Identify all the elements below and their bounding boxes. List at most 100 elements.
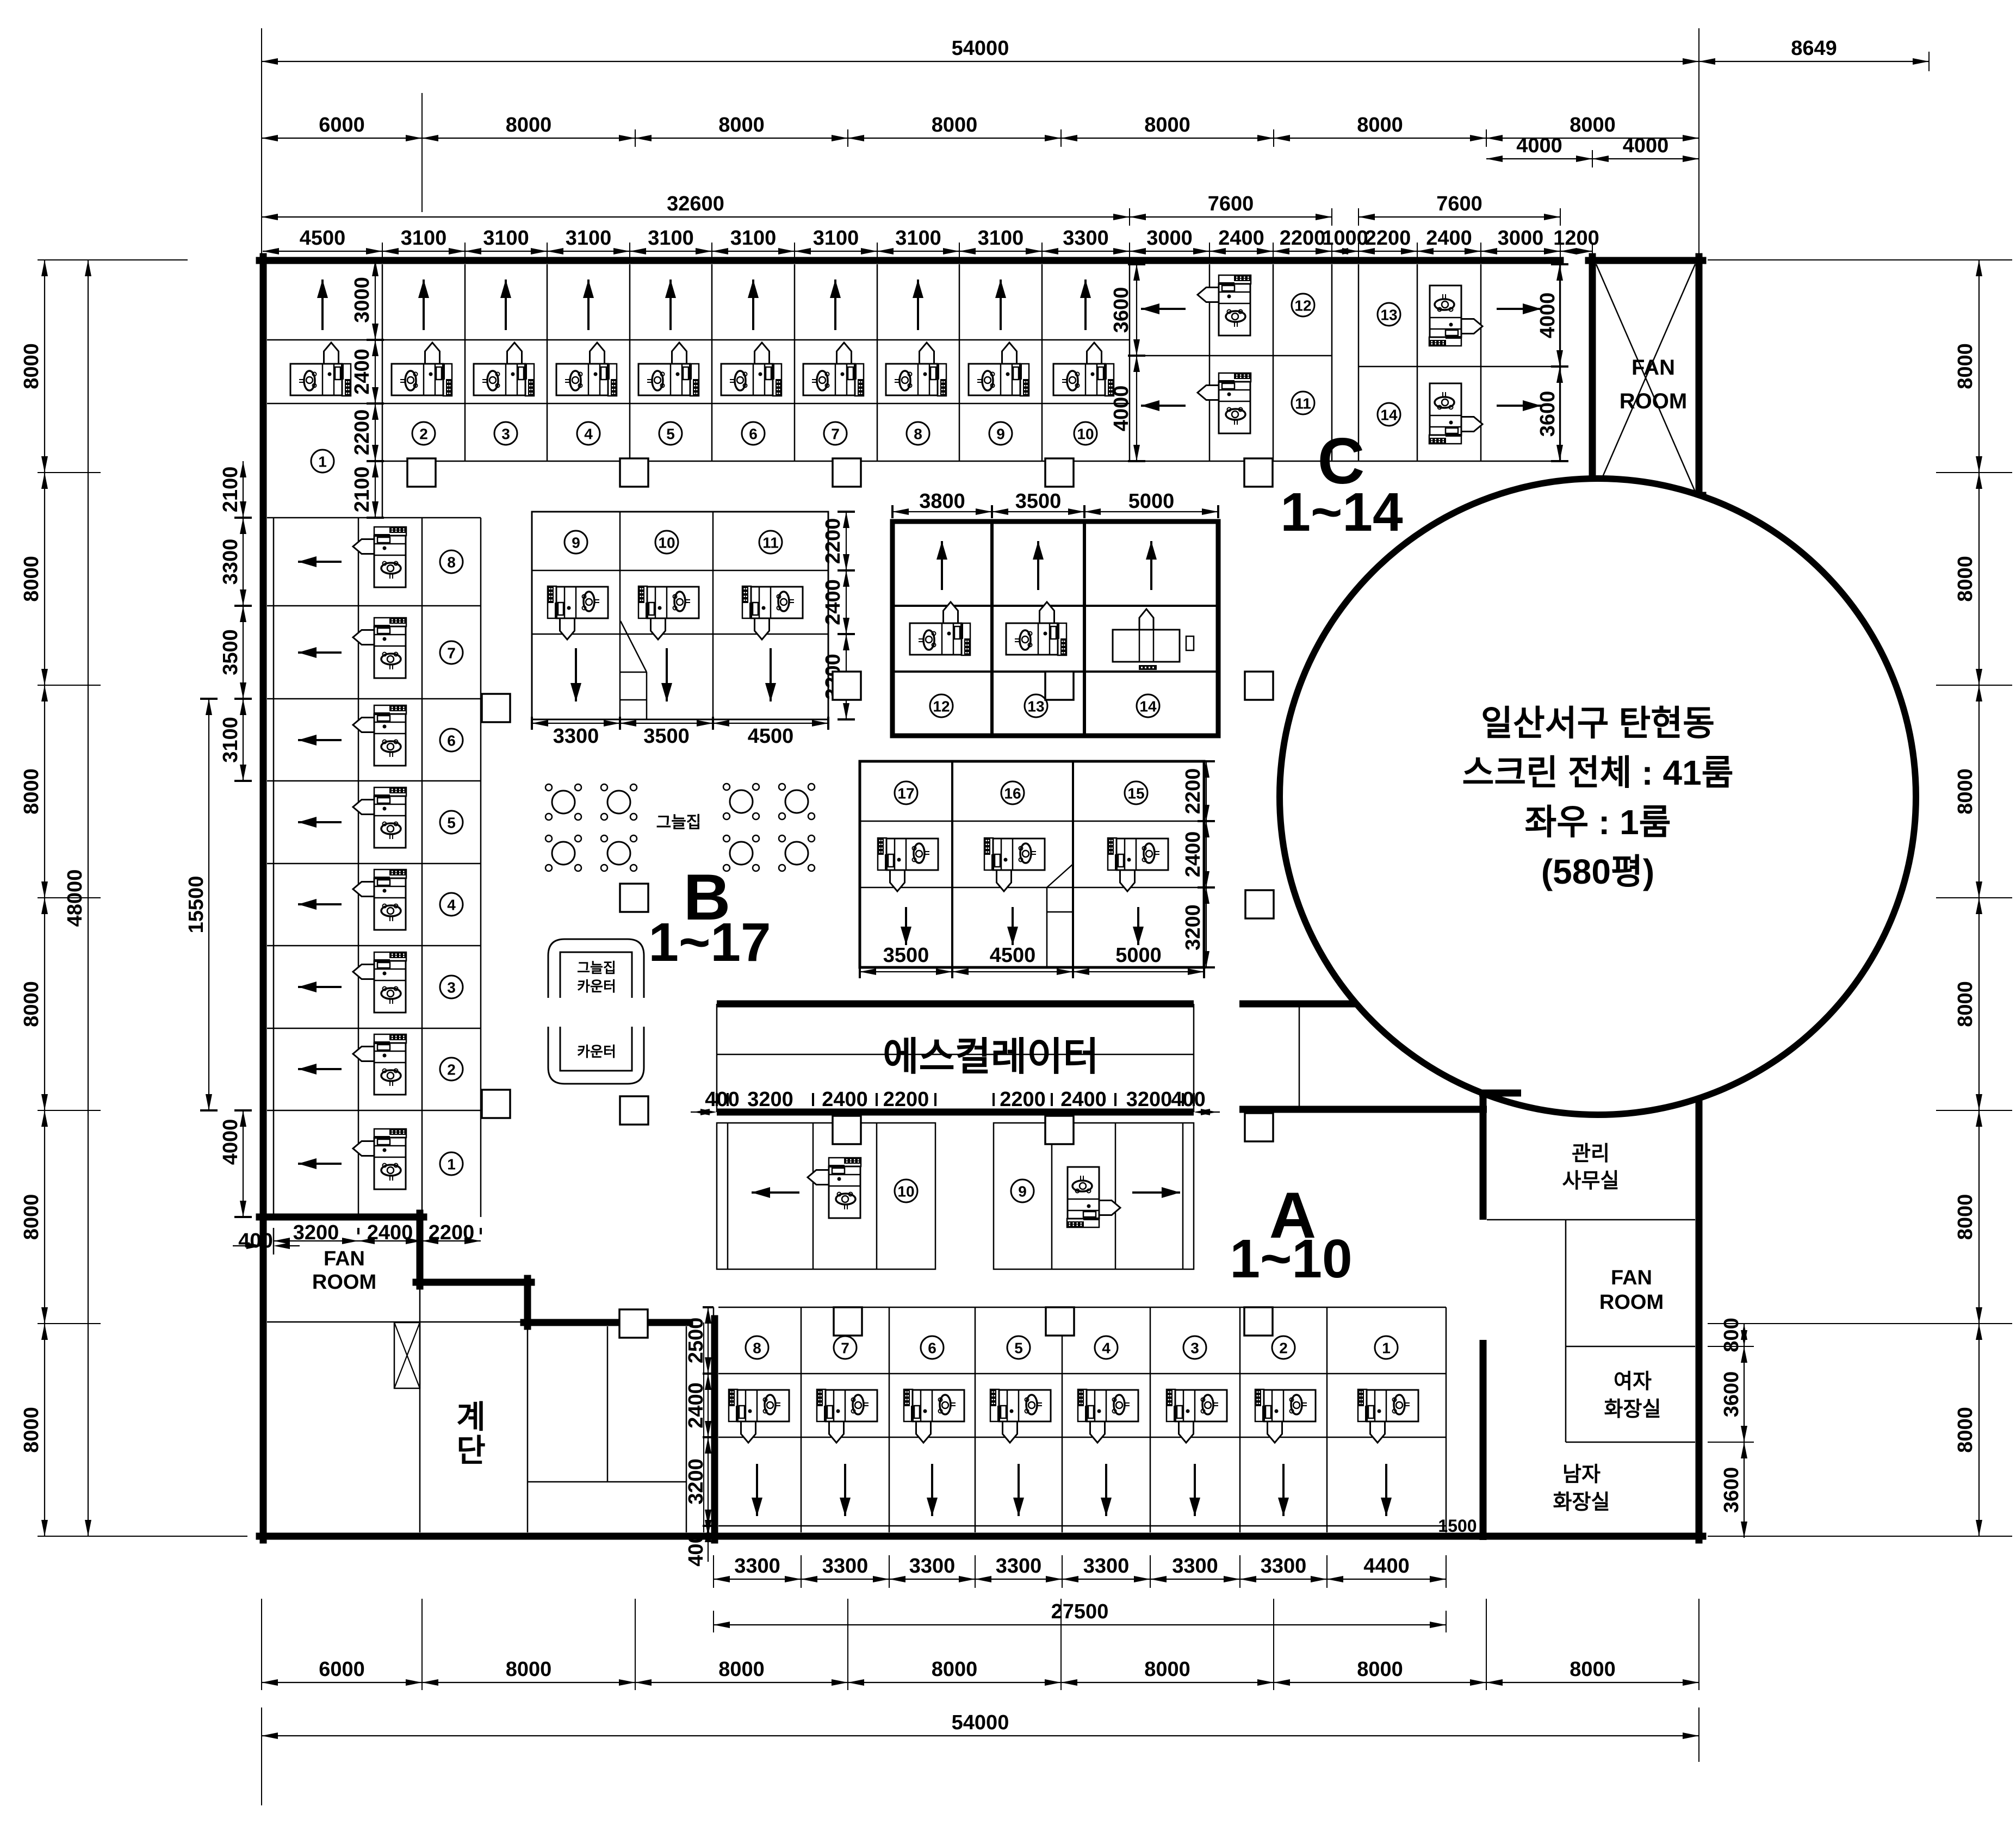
dim-bottom-grid-label: 8000 — [932, 1658, 978, 1681]
kiosk-button — [779, 393, 780, 394]
bay-number-c11: 11 — [1291, 390, 1316, 415]
chair — [629, 834, 638, 843]
arrow-down — [1189, 1464, 1200, 1516]
dim-arrow — [41, 898, 48, 914]
label-section-a-range: 1~10 — [1230, 1228, 1352, 1289]
player-body — [852, 1394, 865, 1415]
kiosk-button — [1442, 341, 1444, 343]
bay-number-b17-text: 17 — [897, 785, 914, 802]
dim-arrow — [1133, 445, 1140, 461]
kiosk-screen — [1429, 340, 1446, 345]
kiosk-button — [403, 788, 405, 790]
kiosk-buttons — [392, 706, 405, 710]
bay-number-a1-circle — [1374, 1335, 1399, 1360]
player-hand — [1024, 1408, 1029, 1414]
c-bay-arrows — [317, 280, 1541, 411]
bay-number-a3: 3 — [1182, 1335, 1207, 1360]
arrow-down-head — [1007, 927, 1018, 945]
dim-a-bays-label: 3300 — [1261, 1555, 1307, 1578]
escalator: 에스컬레이터 — [716, 1000, 1195, 1116]
kiosk-buttons — [1236, 276, 1249, 280]
dim-arrow — [1976, 1094, 1982, 1110]
kiosk-button — [859, 393, 860, 394]
kiosk-button — [1361, 1395, 1363, 1396]
chair — [722, 783, 731, 791]
label-admin-1: 관리 — [1572, 1142, 1610, 1165]
kiosk-screen — [389, 1035, 406, 1040]
dim-c-side-left-label: 3600 — [1110, 287, 1133, 333]
dim-arrow — [1130, 248, 1146, 254]
bay-number-b16: 16 — [1000, 780, 1025, 805]
bay-number-a1: 1 — [1374, 1335, 1399, 1360]
kiosk-box — [953, 625, 961, 640]
dim-esc-arrow — [693, 1109, 710, 1115]
kiosk-button — [994, 1399, 995, 1400]
player-body — [1143, 842, 1156, 864]
kiosk-button — [1064, 652, 1065, 654]
arrow-left — [298, 817, 342, 828]
simulator-equipment — [351, 704, 407, 767]
player-hand — [836, 1191, 842, 1197]
player-body — [380, 904, 402, 917]
ball-dot — [1043, 631, 1047, 636]
kiosk-button — [1024, 385, 1026, 387]
chair — [600, 783, 609, 792]
ball-dot — [382, 1148, 387, 1152]
round-table — [778, 834, 816, 872]
arrow-left — [1141, 303, 1186, 314]
kiosk-button — [991, 1399, 993, 1400]
kiosk-screen — [964, 638, 970, 655]
bay-number-b1-circle — [439, 1151, 464, 1176]
kiosk-buttons — [694, 381, 698, 394]
dim-arrow — [85, 260, 91, 276]
table-top — [551, 790, 576, 815]
dim-bottom-grid-label: 8000 — [506, 1658, 552, 1681]
dim-arrow — [705, 1520, 711, 1536]
kiosk-button — [1064, 648, 1065, 650]
kiosk-box — [1097, 366, 1105, 381]
kiosk-box — [1444, 329, 1459, 337]
dim-arrow — [1062, 1576, 1078, 1582]
kiosk-button — [395, 1130, 397, 1132]
kiosk-button — [549, 592, 550, 593]
kiosk-box — [435, 366, 443, 381]
player-hand — [1075, 371, 1080, 377]
dim-right-rooms-label: 3600 — [1720, 1371, 1743, 1418]
column-pillar — [833, 1306, 863, 1337]
dim-arrow — [976, 508, 992, 515]
dim-top-grid: 6000 8000 8000 8000 8000 8000 8000 — [262, 114, 1699, 141]
simulator-equipment — [728, 1388, 790, 1444]
player-body — [939, 1394, 952, 1415]
dim-top-grid-label: 8000 — [1357, 114, 1403, 136]
kiosk-button — [985, 840, 987, 841]
kiosk-screen — [940, 379, 946, 396]
kiosk-button — [1361, 1402, 1363, 1404]
kiosk-box — [887, 853, 895, 868]
dim-arrow — [1683, 156, 1699, 162]
b-up-cluster — [890, 519, 1221, 738]
player-head — [1231, 312, 1239, 321]
label-admin-2: 사무실 — [1562, 1170, 1620, 1193]
kiosk-screen — [1256, 1389, 1261, 1406]
bay-number-c2: 2 — [411, 421, 436, 446]
dim-a-heights-label: 2400 — [685, 1382, 708, 1429]
dim-left-grid-label: 8000 — [20, 1194, 43, 1240]
kiosk-button — [743, 599, 745, 601]
kiosk-buttons — [392, 953, 405, 957]
b-wall-numbers: 8 7 6 5 4 3 2 1 — [439, 549, 464, 1176]
player-head — [571, 376, 580, 384]
bay-number-b14: 14 — [1136, 693, 1161, 718]
dim-b-up-w-label: 3800 — [919, 490, 965, 513]
b-wall-arrows-equipment — [298, 526, 407, 1190]
arrow-down-head — [765, 683, 776, 701]
kiosk-screen — [1067, 1221, 1084, 1227]
column-pillar — [1244, 1112, 1274, 1142]
bay-number-c3: 3 — [493, 421, 518, 446]
label-section-b-range: 1~17 — [648, 912, 771, 973]
label-section-b: B — [684, 861, 731, 934]
tee-arrow — [1098, 1200, 1122, 1216]
kiosk-button — [399, 621, 401, 623]
label-fanroom-ne-1: FAN — [1632, 356, 1675, 380]
kiosk-button — [746, 595, 747, 597]
kiosk-button — [399, 791, 401, 792]
